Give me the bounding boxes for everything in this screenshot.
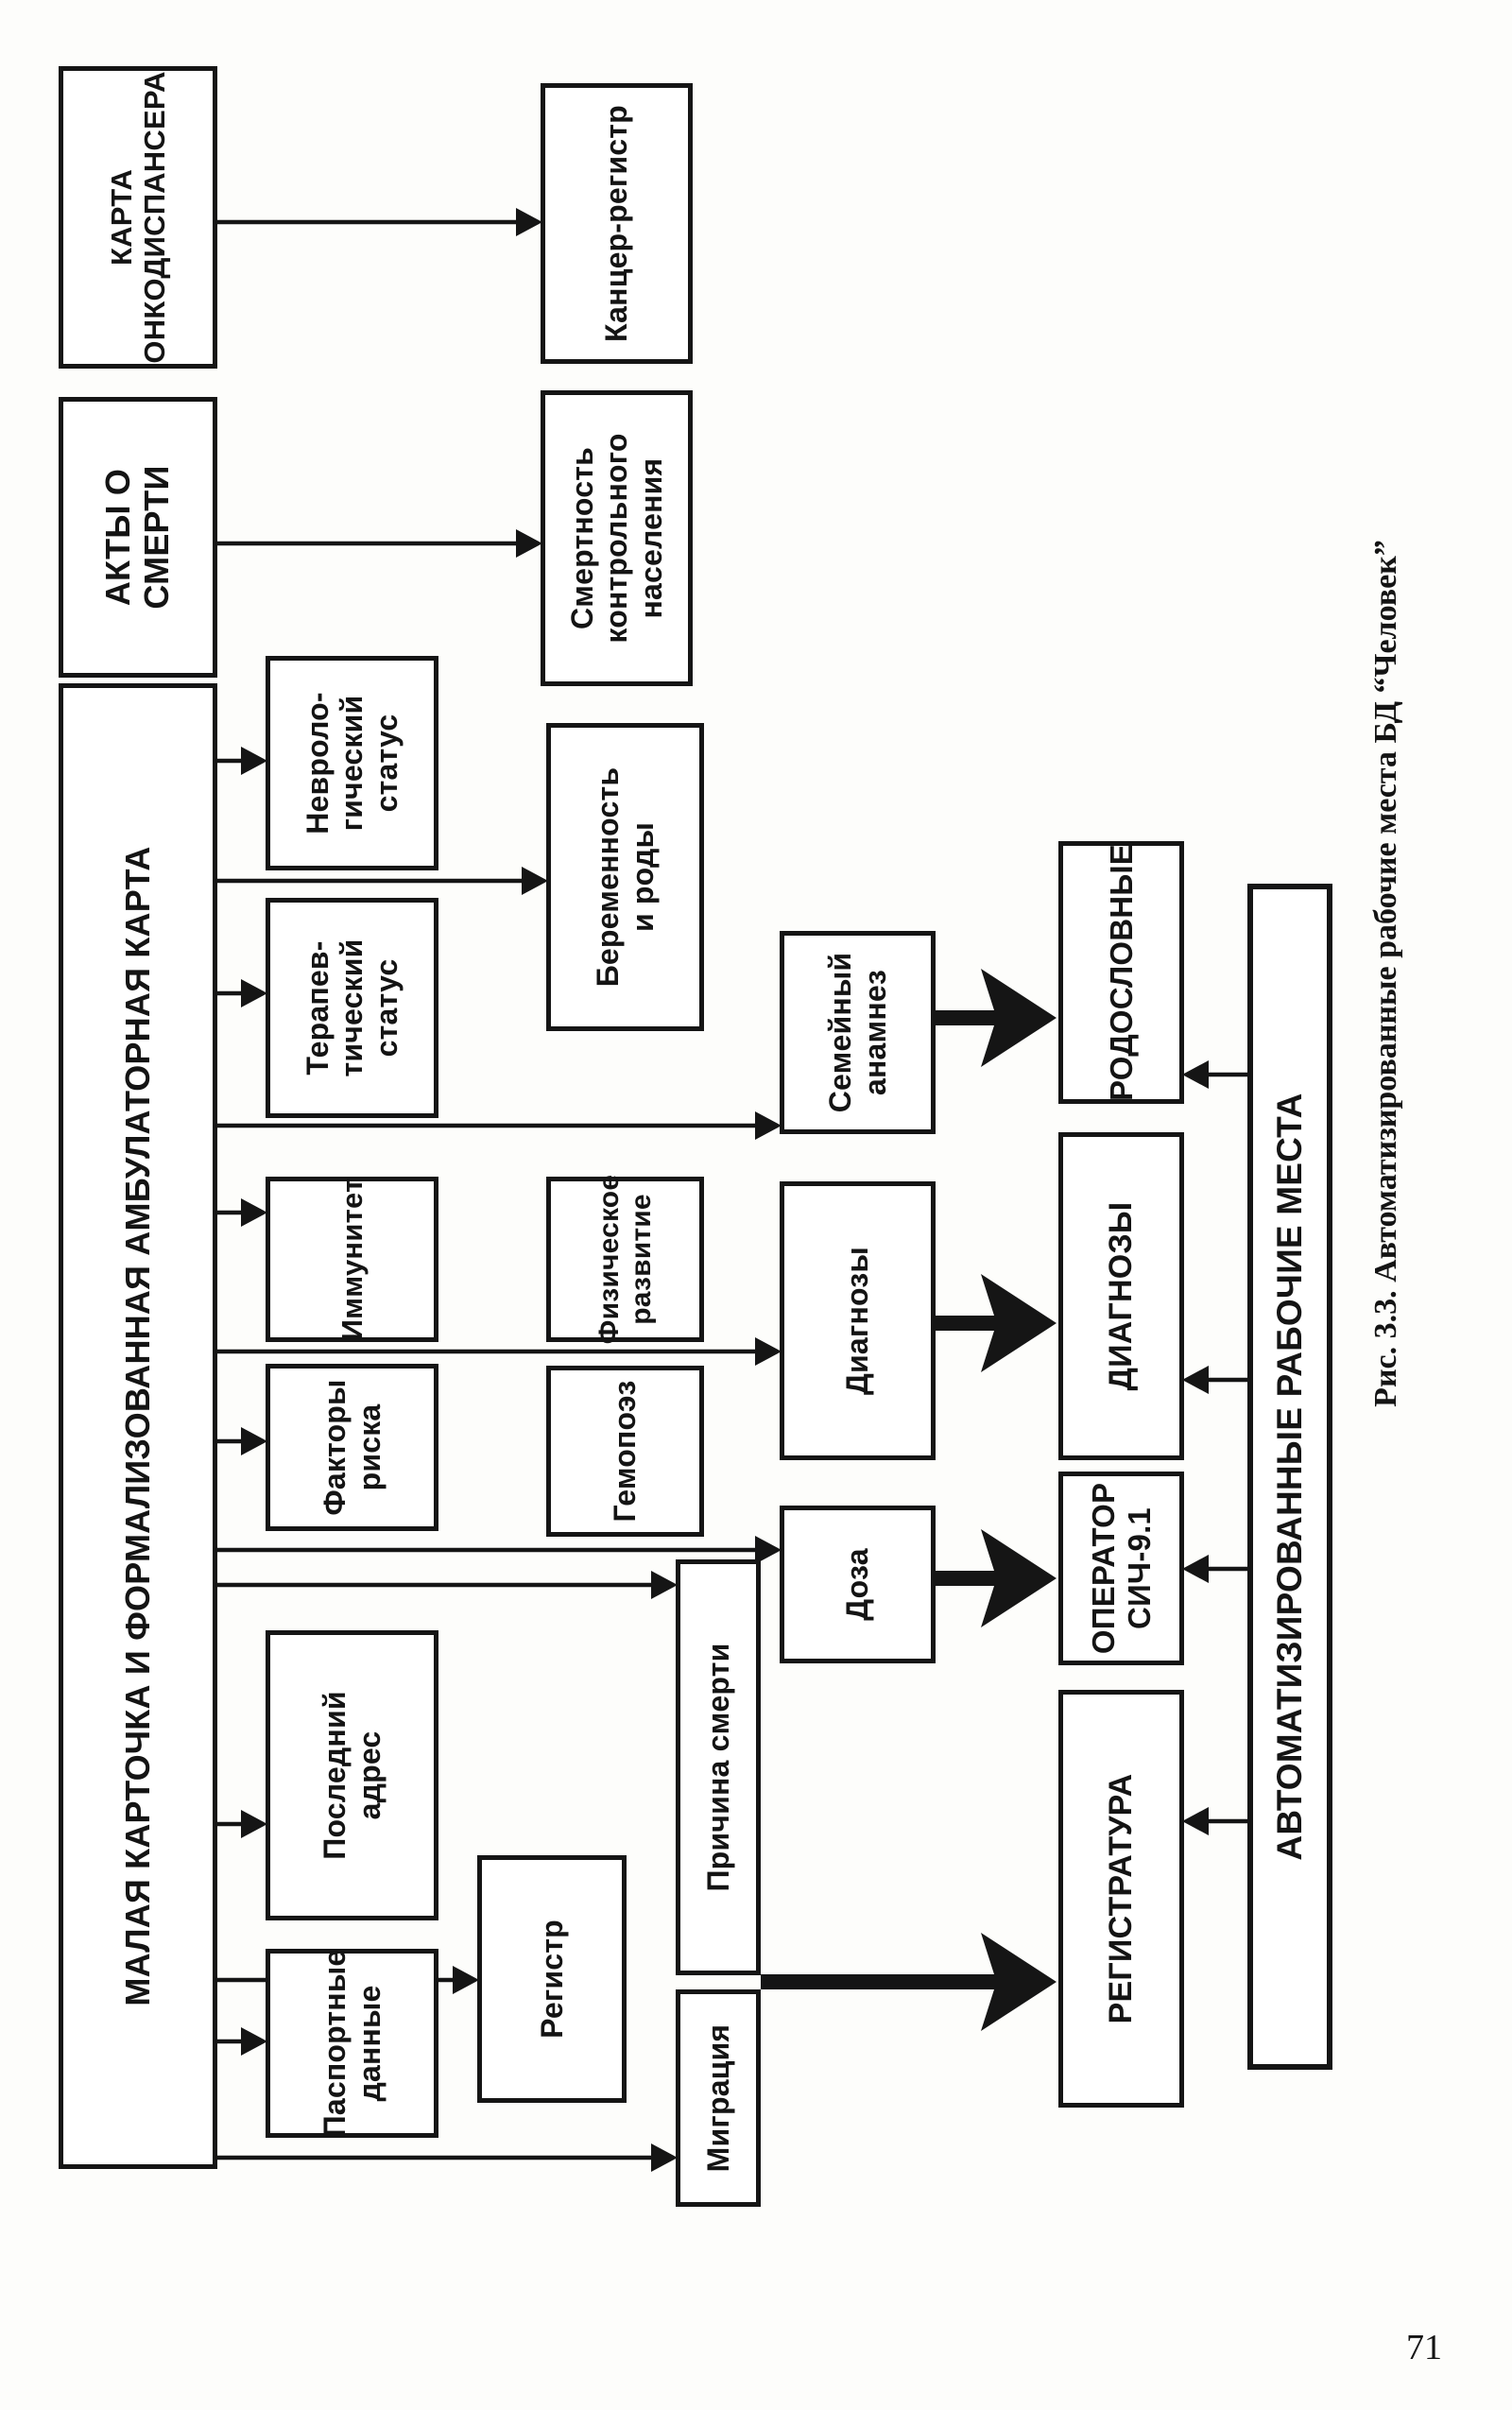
box-arm-bar: АВТОМАТИЗИРОВАННЫЕ РАБОЧИЕ МЕСТА [1247, 884, 1332, 2070]
page-number: 71 [1406, 2328, 1442, 2367]
arrow-arm-to-operator [1182, 1555, 1247, 1583]
arrow-akty-to-smertnost [217, 529, 542, 558]
arrow-to-diagnozy [217, 1337, 782, 1366]
big-arrow-to-registratura [761, 1933, 1057, 2031]
caption-text: Автоматизированные рабочие места БД “Чел… [1368, 540, 1403, 1291]
arrow-to-faktory [217, 1427, 267, 1455]
arrow-karta-to-kancer [217, 208, 542, 236]
box-karta-onkodispansera: КАРТА ОНКОДИСПАНСЕРА [59, 66, 217, 369]
box-prichina-smerti: Причина смерти [676, 1559, 761, 1975]
box-akty-o-smerti: АКТЫ О СМЕРТИ [59, 397, 217, 678]
box-gemopoez: Гемопоэз [546, 1366, 704, 1537]
box-diagnozy-arm: ДИАГНОЗЫ [1058, 1132, 1184, 1460]
arrow-to-doza [217, 1536, 782, 1564]
box-doza: Доза [780, 1506, 936, 1663]
figure-caption: Рис. 3.3. Автоматизированные рабочие мес… [1368, 350, 1404, 1597]
big-arrow-semeyny-to-rodoslovnye [936, 969, 1057, 1067]
arrow-to-semeyny [217, 1111, 782, 1140]
box-terapevticheskiy-status: Терапев- тический статус [266, 898, 438, 1118]
arrow-to-migraciya [217, 2143, 678, 2172]
box-operator-sich: ОПЕРАТОР СИЧ-9.1 [1058, 1472, 1184, 1665]
arrow-arm-to-rodoslovnye [1182, 1060, 1247, 1089]
box-faktory-riska: Факторы риска [266, 1364, 438, 1531]
big-arrow-diagnozy-to-diagnozy-arm [936, 1274, 1057, 1372]
box-registr: Регистр [477, 1855, 627, 2103]
arrow-to-pasportnye [217, 2027, 267, 2056]
arrow-to-immunitet [217, 1198, 267, 1227]
box-pasportnye-dannye: Паспортные данные [266, 1949, 438, 2138]
arrow-arm-to-diagnozy-arm [1182, 1366, 1247, 1394]
box-fizicheskoe-razvitie: Физическое развитие [546, 1175, 704, 1344]
box-immunitet: Иммунитет [266, 1177, 438, 1342]
box-nevrologicheskiy-status: Невроло- гический статус [266, 656, 438, 870]
big-arrow-doza-to-operator [936, 1529, 1057, 1627]
box-registratura: РЕГИСТРАТУРА [1058, 1690, 1184, 2108]
box-kancer-registr: Канцер-регистр [541, 83, 693, 364]
arrow-to-nevrologicheskiy [217, 747, 267, 775]
box-posledniy-adres: Последний адрес [266, 1630, 438, 1920]
arrow-to-prichina [217, 1571, 678, 1599]
box-malaya-kartochka: МАЛАЯ КАРТОЧКА И ФОРМАЛИЗОВАННАЯ АМБУЛАТ… [59, 683, 217, 2169]
arrow-to-posledniy-adres [217, 1810, 267, 1838]
box-migraciya: Миграция [676, 1989, 761, 2207]
arrow-to-beremennost [217, 867, 548, 895]
arrow-arm-to-registratura [1182, 1807, 1247, 1835]
arrow-to-terapevticheskiy [217, 979, 267, 1007]
box-semeyny-anamnez: Семейный анамнез [780, 931, 936, 1134]
box-beremennost-i-rody: Беременность и роды [546, 723, 704, 1031]
box-diagnozy: Диагнозы [780, 1181, 936, 1460]
caption-number: Рис. 3.3. [1368, 1290, 1403, 1407]
box-smertnost-kontrolnogo: Смертность контрольного населения [541, 390, 693, 686]
box-rodoslovnye: РОДОСЛОВНЫЕ [1058, 841, 1184, 1104]
